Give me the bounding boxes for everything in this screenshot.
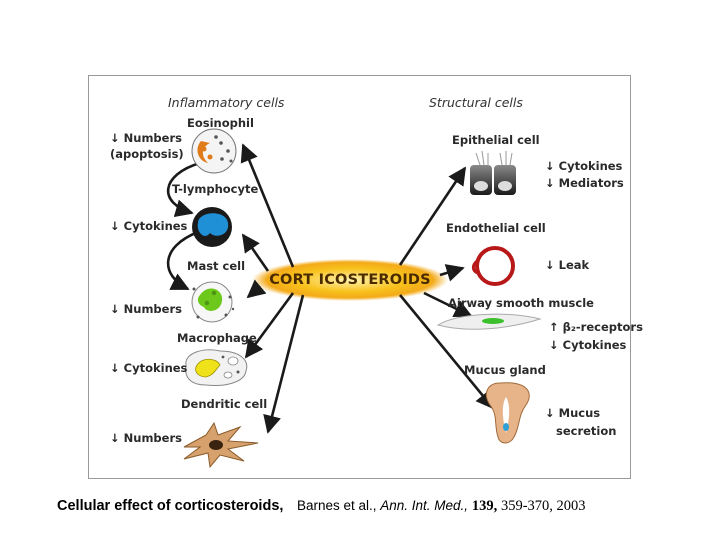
figure-caption: Cellular effect of corticosteroids, Barn… <box>57 498 697 515</box>
t-lymphocyte-icon <box>192 207 232 247</box>
arrow-to-mast-cell <box>246 279 267 299</box>
dendritic-cell-effect: ↓ Numbers <box>110 431 182 445</box>
figure-panel: Inflammatory cells Structural cells Eosi… <box>88 75 643 479</box>
corticosteroids-label: CORT ICOSTEROIDS <box>269 272 431 288</box>
mast-cell-label: Mast cell <box>187 259 246 273</box>
mucus-gland-icon <box>485 382 530 444</box>
arrow-to-eosinophil <box>240 143 295 268</box>
eosinophil-icon <box>191 128 237 174</box>
t-lymphocyte-label: T-lymphocyte <box>172 182 259 196</box>
epithelial-cell-label: Epithelial cell <box>452 133 540 147</box>
arrow-to-t-lymphocyte <box>241 233 270 272</box>
left-arrows <box>240 143 305 434</box>
structural-cells-header: Structural cells <box>429 95 523 110</box>
epithelial-cell-icon <box>470 150 516 195</box>
arrow-to-endothelial-cell <box>439 264 465 282</box>
endothelial-effect: ↓ Leak <box>545 258 590 272</box>
caption-title: Cellular effect of corticosteroids, <box>57 498 284 514</box>
airway-smooth-muscle-label: Airway smooth muscle <box>448 296 594 310</box>
center-glow <box>252 259 448 301</box>
mucus-gland-effect-2: secretion <box>556 424 617 438</box>
macrophage-effect: ↓ Cytokines <box>110 361 188 375</box>
right-arrows <box>398 166 495 410</box>
endothelial-cell-label: Endothelial cell <box>446 221 546 235</box>
smooth-muscle-effect: ↑ β₂-receptors <box>549 320 643 334</box>
arrow-to-macrophage <box>244 292 295 359</box>
caption-authors: Barnes et al., <box>296 498 377 513</box>
caption-volume: 139, <box>471 498 498 514</box>
smooth-muscle-icon <box>436 313 542 330</box>
arrow-eosinophil-to-t <box>166 161 201 218</box>
eosinophil-effect: ↓ Numbers <box>110 131 182 145</box>
smooth-muscle-effect-2: ↓ Cytokines <box>549 338 627 352</box>
dendritic-cell-label: Dendritic cell <box>181 397 268 411</box>
mucus-gland-label: Mucus gland <box>464 363 546 377</box>
arrow-to-epithelial-cell <box>398 166 467 266</box>
endothelial-cell-icon <box>471 246 515 286</box>
eosinophil-label: Eosinophil <box>187 116 254 130</box>
inflammatory-cells-header: Inflammatory cells <box>168 95 285 110</box>
epithelial-effect: ↓ Cytokines <box>545 159 623 173</box>
arrow-to-mucus-gland <box>398 294 495 410</box>
transition-arrows <box>166 161 201 291</box>
epithelial-effect-2: ↓ Mediators <box>545 176 624 190</box>
dendritic-cell-icon <box>183 421 259 469</box>
caption-pages-year: 359-370, 2003 <box>500 498 586 514</box>
arrow-to-dendritic-cell <box>263 294 305 434</box>
t-lymphocyte-effect: ↓ Cytokines <box>110 219 188 233</box>
mast-cell-icon <box>191 281 235 323</box>
mucus-gland-effect: ↓ Mucus <box>545 406 601 420</box>
diagram-graphics <box>88 75 631 479</box>
mast-cell-effect: ↓ Numbers <box>110 302 182 316</box>
macrophage-icon <box>185 349 248 386</box>
caption-journal: Ann. Int. Med., <box>380 498 469 513</box>
eosinophil-effect-detail: (apoptosis) <box>110 147 184 161</box>
arrow-to-airway-smooth-muscle <box>423 291 473 318</box>
macrophage-label: Macrophage <box>177 331 257 345</box>
arrow-t-to-mast <box>166 230 199 291</box>
